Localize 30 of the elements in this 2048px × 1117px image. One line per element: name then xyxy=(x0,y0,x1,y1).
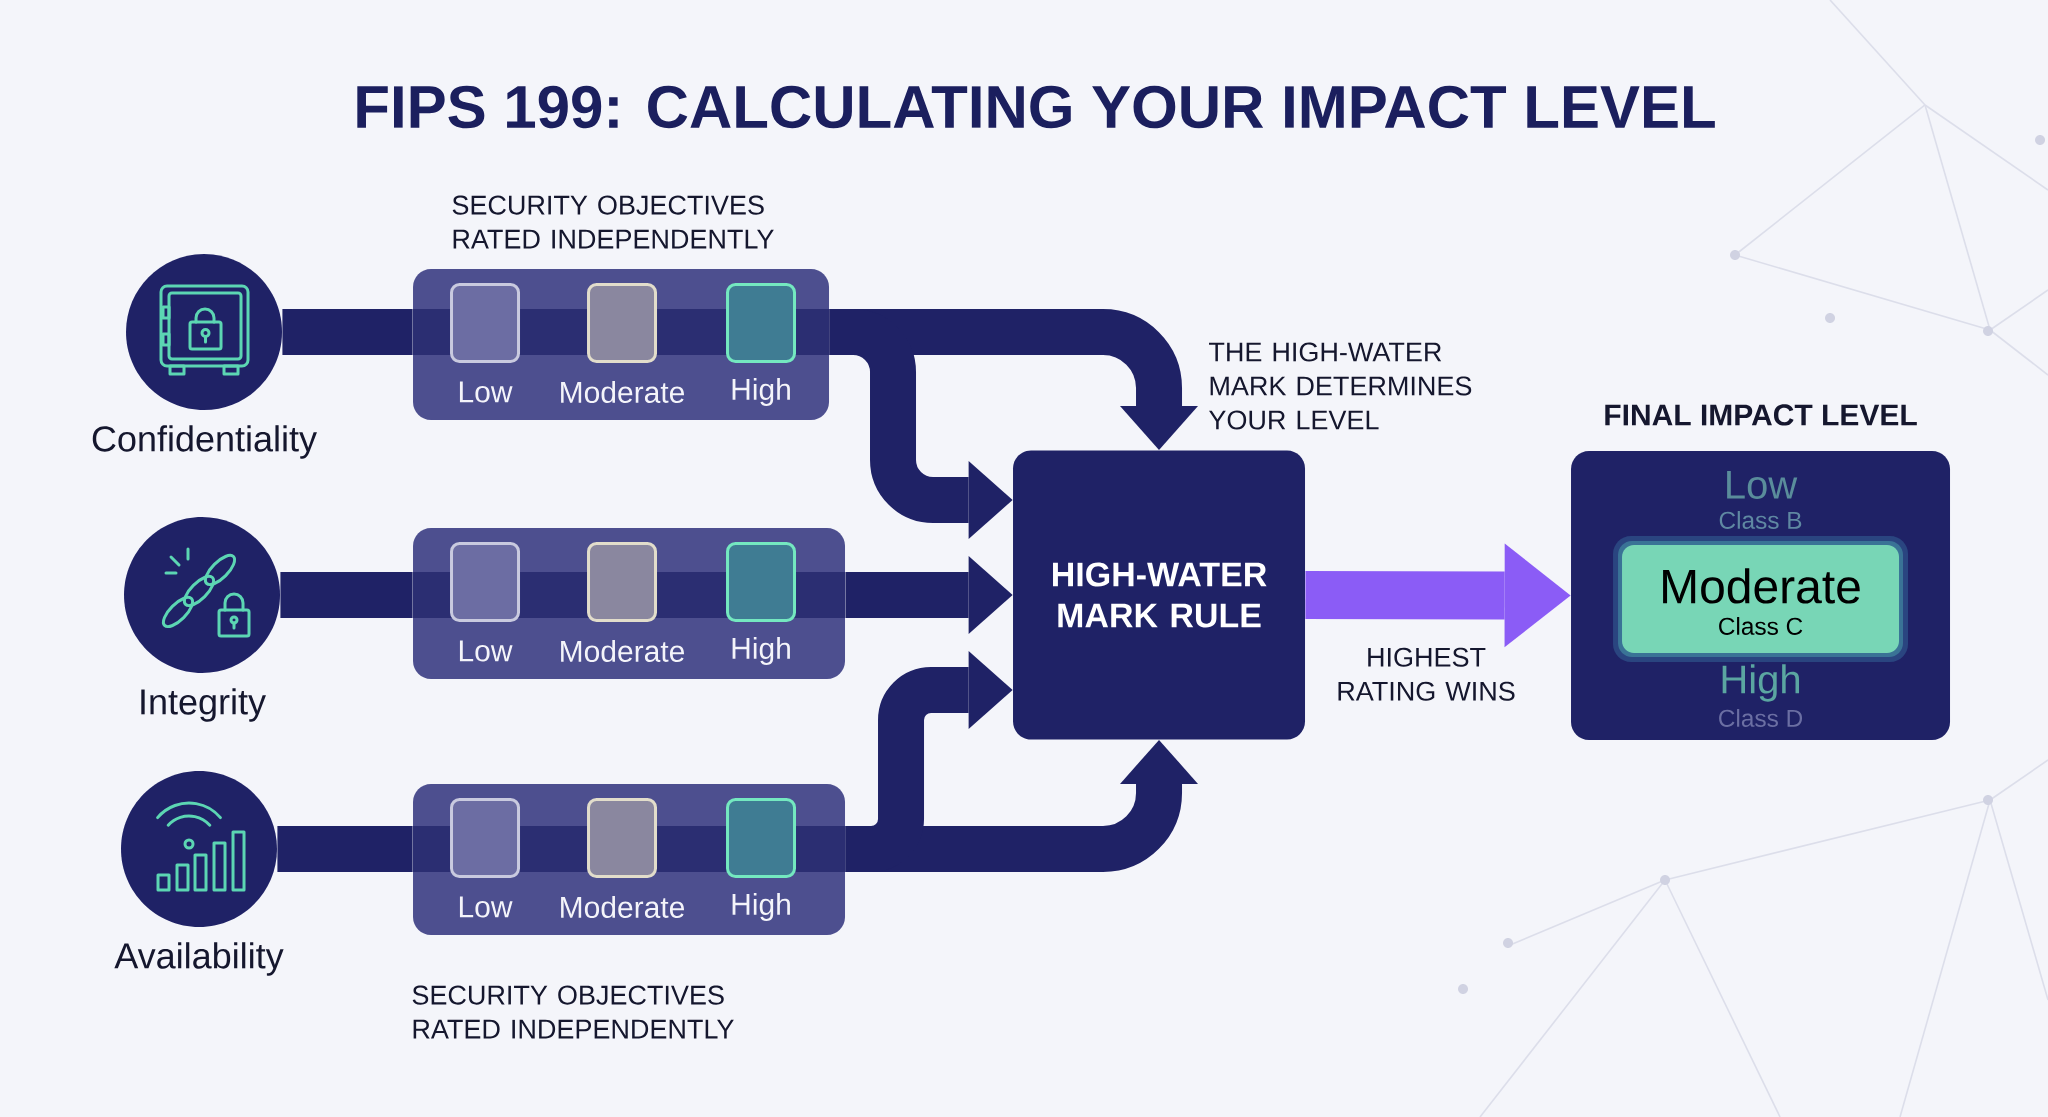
rating-label: High xyxy=(732,378,790,406)
rating-label: Moderate xyxy=(561,381,684,403)
objective-label: Availability xyxy=(114,942,284,976)
rating-label: Low xyxy=(459,381,513,403)
note-text: SECURITY OBJECTIVES RATED INDEPENDENTLY xyxy=(412,985,734,1039)
note-text: SECURITY OBJECTIVES RATED INDEPENDENTLY xyxy=(452,195,774,249)
edge-label: HIGHEST RATING WINS xyxy=(1338,647,1515,701)
rating-label: High xyxy=(732,893,790,921)
rating-label: Moderate xyxy=(561,896,684,918)
panel-heading: FINAL IMPACT LEVEL xyxy=(1605,404,1917,426)
rating-label: Low xyxy=(459,896,513,918)
class-label: Class B xyxy=(1719,511,1802,529)
flow-arrow xyxy=(829,309,1013,539)
flow-arrow xyxy=(845,556,1013,634)
note-text: THE HIGH-WATER MARK DETERMINES YOUR LEVEL xyxy=(1209,342,1472,430)
flow-line xyxy=(282,309,413,355)
flow-arrow xyxy=(845,651,1013,872)
objective-label: Integrity xyxy=(141,688,266,722)
selected-level-box: Moderate Class C xyxy=(1613,536,1908,662)
level-name: High xyxy=(1722,664,1799,702)
rating-label: High xyxy=(732,637,790,665)
flow-line xyxy=(277,826,413,872)
class-label: Class D xyxy=(1719,709,1803,727)
objective-label: Confidentiality xyxy=(92,425,317,459)
flow-arrow xyxy=(1305,543,1571,648)
flow-line xyxy=(280,572,413,618)
rating-label: Moderate xyxy=(561,640,684,662)
level-name: Low xyxy=(1727,471,1798,499)
rating-label: Low xyxy=(459,640,513,662)
title: FIPS 199: CALCULATING YOUR IMPACT LEVEL xyxy=(357,85,1715,129)
